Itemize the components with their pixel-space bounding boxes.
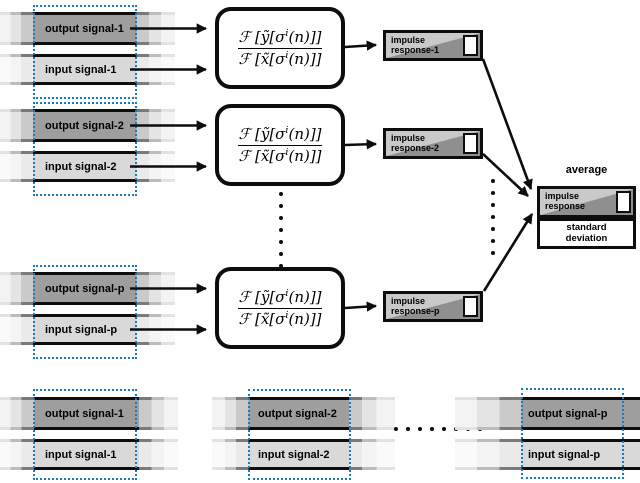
bar-edge — [0, 397, 178, 400]
bar-edge — [455, 439, 640, 442]
bar-fill — [455, 442, 640, 467]
impulse-tail-slot — [616, 191, 631, 213]
output-signal-bar-2: output signal-2 — [0, 109, 175, 142]
bar-fill — [0, 442, 178, 467]
bar-fill — [455, 400, 640, 427]
selection-window-1 — [33, 5, 137, 99]
bar-fill — [212, 442, 395, 467]
ellipsis-dots-horizontal-bottom — [394, 427, 490, 431]
bottom-output-signal-bar-1: output signal-1 — [0, 397, 178, 430]
bottom-output-signal-bar-p: output signal-p — [455, 397, 640, 430]
ellipsis-dots-vertical-mid — [279, 192, 283, 276]
bar-edge — [212, 397, 395, 400]
bar-fill — [212, 400, 395, 427]
bottom-selection-window-1 — [33, 389, 137, 480]
ellipsis-dots-vertical-right — [491, 179, 495, 263]
formula-denominator: ℱ [x̃[σi(n)]] — [238, 144, 322, 165]
bar-edge — [0, 342, 175, 345]
formula-numerator: ℱ [ỹ[σi(n)]] — [238, 27, 322, 46]
bottom-output-signal-p-label: output signal-p — [528, 407, 608, 420]
formula-numerator: ℱ [ỹ[σi(n)]] — [238, 287, 322, 306]
bottom-input-signal-bar-2: input signal-2 — [212, 439, 395, 470]
output-signal-1-label: output signal-1 — [45, 22, 124, 35]
bar-edge — [0, 12, 175, 15]
impulse-tail-slot — [463, 133, 478, 154]
bar-edge — [0, 314, 175, 317]
bar-edge — [455, 427, 640, 430]
formula-denominator: ℱ [x̃[σi(n)]] — [238, 47, 322, 68]
bar-fill — [0, 400, 178, 427]
bottom-input-signal-bar-p: input signal-p — [455, 439, 640, 470]
input-signal-1-label: input signal-1 — [45, 63, 117, 76]
input-signal-bar-1: input signal-1 — [0, 54, 175, 85]
deconvolution-box-2: ℱ [ỹ[σi(n)]] ℱ [x̃[σi(n)]] — [215, 104, 345, 186]
selection-window-2 — [33, 102, 137, 196]
bottom-selection-window-2 — [248, 389, 351, 480]
bottom-output-signal-2-label: output signal-2 — [258, 407, 337, 420]
bar-edge — [0, 272, 175, 275]
formula-numerator: ℱ [ỹ[σi(n)]] — [238, 124, 322, 143]
output-signal-2-label: output signal-2 — [45, 119, 124, 132]
bottom-input-signal-1-label: input signal-1 — [45, 448, 117, 461]
deconvolution-box-p: ℱ [ỹ[σi(n)]] ℱ [x̃[σi(n)]] — [215, 267, 345, 349]
bar-edge — [212, 427, 395, 430]
bar-edge — [0, 427, 178, 430]
bar-edge — [455, 397, 640, 400]
deconvolution-box-1: ℱ [ỹ[σi(n)]] ℱ [x̃[σi(n)]] — [215, 7, 345, 89]
bar-edge — [455, 467, 640, 470]
standard-deviation-label: standard deviation — [565, 222, 608, 244]
standard-deviation-box: standard deviation — [537, 218, 636, 249]
bar-edge — [0, 42, 175, 45]
bar-edge — [0, 302, 175, 305]
bottom-output-signal-bar-2: output signal-2 — [212, 397, 395, 430]
bar-edge — [212, 467, 395, 470]
input-signal-p-label: input signal-p — [45, 323, 118, 336]
formula-denominator: ℱ [x̃[σi(n)]] — [238, 307, 322, 328]
impulse-tail-slot — [463, 35, 478, 56]
transfer-function-formula: ℱ [ỹ[σi(n)]] ℱ [x̃[σi(n)]] — [238, 27, 322, 69]
bar-edge — [0, 139, 175, 142]
bar-edge — [212, 439, 395, 442]
average-label: average — [565, 164, 608, 176]
bar-edge — [0, 151, 175, 154]
bar-edge — [0, 439, 178, 442]
input-signal-2-label: input signal-2 — [45, 160, 117, 173]
bottom-output-signal-1-label: output signal-1 — [45, 407, 124, 420]
bar-edge — [0, 467, 178, 470]
bottom-input-signal-2-label: input signal-2 — [258, 448, 330, 461]
bar-edge — [0, 179, 175, 182]
impulse-tail-slot — [463, 296, 478, 317]
selection-window-p — [33, 265, 137, 359]
transfer-function-formula: ℱ [ỹ[σi(n)]] ℱ [x̃[σi(n)]] — [238, 124, 322, 166]
bar-edge — [0, 54, 175, 57]
bottom-input-signal-bar-1: input signal-1 — [0, 439, 178, 470]
bottom-selection-window-p — [521, 388, 624, 479]
bottom-input-signal-p-label: input signal-p — [528, 448, 601, 461]
transfer-function-formula: ℱ [ỹ[σi(n)]] ℱ [x̃[σi(n)]] — [238, 287, 322, 329]
bar-edge — [0, 82, 175, 85]
bar-edge — [0, 109, 175, 112]
output-signal-p-label: output signal-p — [45, 282, 125, 295]
